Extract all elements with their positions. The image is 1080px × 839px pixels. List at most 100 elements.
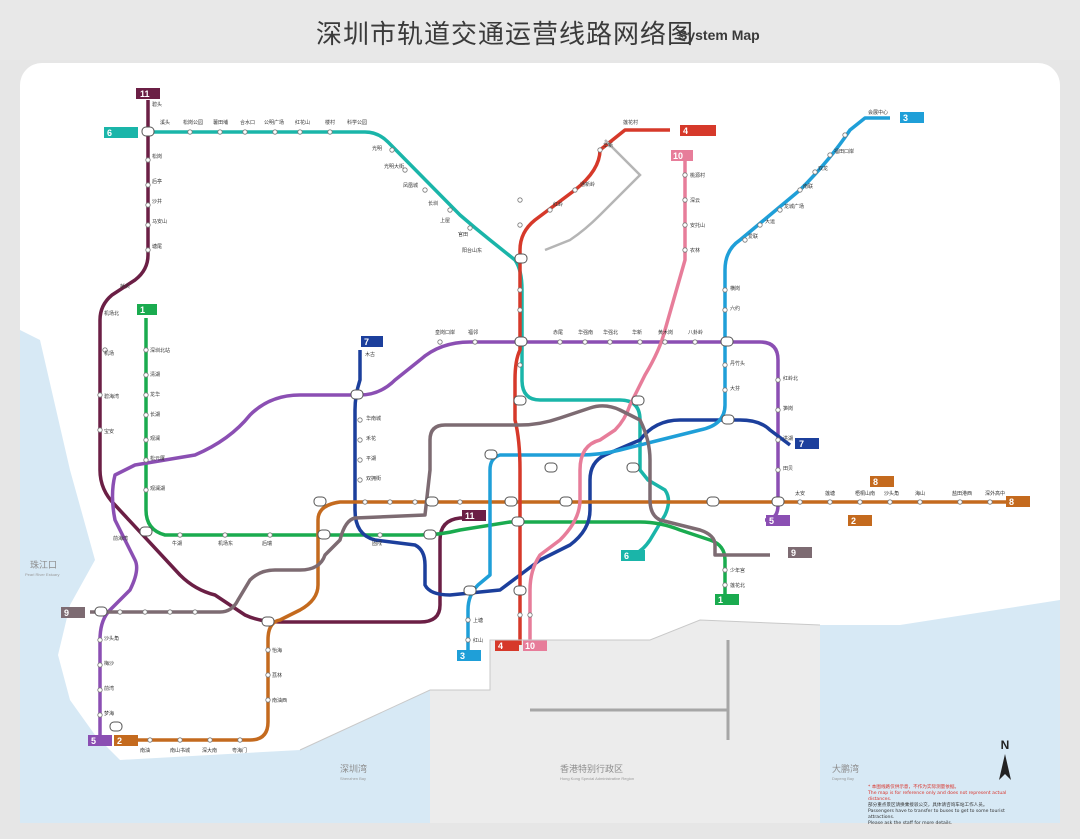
svg-text:1: 1 [718, 595, 723, 605]
map-notes: * 本图线路仅供示意，不作为实际测量依据。 The map is for ref… [868, 785, 1028, 827]
sea-sub-pearl: Pearl River Estuary [25, 572, 59, 577]
svg-text:桃源村: 桃源村 [690, 172, 705, 179]
svg-text:皇岗口岸: 皇岗口岸 [435, 329, 455, 336]
svg-text:丹竹头: 丹竹头 [730, 360, 745, 367]
badge-line-5-bottom: 5 [88, 735, 112, 746]
sea-pearl-river [20, 330, 300, 823]
svg-text:公明广场: 公明广场 [264, 119, 284, 126]
svg-text:桥头: 桥头 [120, 283, 130, 290]
svg-text:9: 9 [64, 608, 69, 618]
svg-text:凤凰城: 凤凰城 [403, 182, 418, 189]
line-1 [144, 318, 727, 600]
svg-text:怡海: 怡海 [272, 647, 282, 654]
sea-sub-dapeng: Dapeng Bay [832, 776, 854, 781]
svg-text:6: 6 [624, 551, 629, 561]
svg-text:华强北: 华强北 [603, 329, 618, 336]
svg-text:光明大街: 光明大街 [384, 163, 404, 170]
svg-text:8: 8 [873, 477, 878, 487]
svg-text:荔林: 荔林 [272, 672, 282, 679]
svg-text:盐田港西: 盐田港西 [952, 490, 972, 497]
line-10 [528, 160, 687, 645]
badge-line-4-bottom: 4 [495, 640, 519, 651]
line-2-8 [120, 500, 1020, 742]
svg-text:阳台山东: 阳台山东 [462, 247, 482, 254]
badge-line-7-top: 7 [361, 336, 383, 347]
svg-text:莲塘: 莲塘 [825, 490, 835, 497]
note-transfer-en: Passengers have to transfer to buses to … [868, 809, 1005, 820]
svg-text:红岭: 红岭 [553, 201, 563, 208]
svg-text:安托山: 安托山 [690, 222, 705, 229]
badge-line-11-top: 11 [136, 88, 160, 99]
svg-text:笋岗: 笋岗 [783, 405, 793, 412]
svg-text:红花山: 红花山 [295, 119, 310, 126]
svg-text:牛湖: 牛湖 [172, 540, 182, 547]
svg-text:红岭北: 红岭北 [783, 375, 798, 382]
sea-shenzhen-bay [300, 690, 430, 823]
badge-line-2-right: 2 [848, 515, 872, 526]
svg-text:龙城广场: 龙城广场 [784, 203, 804, 210]
svg-text:薯田埔: 薯田埔 [213, 119, 228, 126]
svg-text:福田口岸: 福田口岸 [834, 148, 854, 155]
svg-text:松岗: 松岗 [152, 153, 162, 160]
svg-text:双拥街: 双拥街 [366, 475, 381, 482]
svg-text:2: 2 [117, 736, 122, 746]
svg-text:固戍: 固戍 [372, 540, 382, 547]
note-disclaimer-zh: * 本图线路仅供示意，不作为实际测量依据。 [868, 785, 960, 790]
svg-text:沙井: 沙井 [152, 198, 162, 205]
svg-text:9: 9 [791, 548, 796, 558]
badge-line-9-left: 9 [61, 607, 85, 618]
badge-line-4-top: 4 [680, 125, 716, 136]
svg-text:赤尾: 赤尾 [553, 330, 563, 336]
svg-text:官田: 官田 [458, 231, 468, 238]
svg-text:机场: 机场 [104, 350, 114, 357]
svg-text:黄木岗: 黄木岗 [658, 329, 673, 336]
svg-text:八卦岭: 八卦岭 [688, 329, 703, 336]
transfer-stations [94, 126, 785, 732]
svg-text:南油西: 南油西 [272, 697, 287, 704]
svg-text:前湾: 前湾 [104, 685, 114, 692]
sea-dapeng-bay [820, 600, 1060, 823]
svg-text:11: 11 [465, 511, 475, 521]
svg-text:机场北: 机场北 [104, 310, 119, 317]
svg-text:机场东: 机场东 [218, 540, 233, 547]
svg-text:梧桐山南: 梧桐山南 [855, 490, 875, 497]
compass-icon [999, 754, 1011, 780]
svg-text:7: 7 [799, 439, 804, 449]
svg-text:六约: 六约 [730, 305, 740, 312]
line-11 [98, 100, 480, 624]
svg-text:楼村: 楼村 [325, 119, 335, 126]
note-ask-staff: Please ask the staff for more details. [868, 821, 953, 826]
svg-text:福邻: 福邻 [468, 329, 478, 336]
svg-text:华强南: 华强南 [578, 329, 593, 336]
badge-line-5-right: 5 [766, 515, 790, 526]
svg-text:梅沙: 梅沙 [104, 660, 114, 667]
line-9 [90, 404, 770, 614]
badge-line-6-bottom: 6 [621, 550, 645, 561]
svg-text:少年宫: 少年宫 [730, 567, 745, 574]
svg-text:塘尾: 塘尾 [152, 243, 162, 250]
station-labels: 碧头 松岗 后亭 沙井 马安山 塘尾 桥头 机场北 机场 碧海湾 宝安 前海湾 … [104, 101, 1005, 754]
badge-line-8-top: 8 [870, 476, 894, 487]
svg-text:平湖: 平湖 [366, 455, 376, 462]
svg-text:清湖: 清湖 [150, 371, 160, 378]
svg-text:观澜湖: 观澜湖 [150, 485, 165, 492]
svg-text:南联: 南联 [803, 183, 813, 190]
svg-text:8: 8 [1009, 497, 1014, 507]
svg-text:莲花北: 莲花北 [730, 582, 745, 589]
badge-line-6-left: 6 [104, 127, 138, 138]
svg-text:华新: 华新 [603, 142, 613, 149]
svg-text:沙头角: 沙头角 [884, 490, 899, 497]
svg-text:4: 4 [683, 126, 688, 136]
badge-line-9-right: 9 [788, 547, 812, 558]
map-title: 深圳市轨道交通运营线路网络图 [316, 20, 695, 50]
svg-text:11: 11 [140, 89, 150, 99]
svg-text:5: 5 [769, 516, 774, 526]
svg-text:深外高中: 深外高中 [985, 490, 1005, 497]
svg-text:南油: 南油 [140, 747, 150, 754]
north-arrow: N [994, 738, 1016, 787]
sea-sub-hk: Hong Kong Special Administrative Region [560, 776, 634, 781]
svg-text:南山书城: 南山书城 [170, 747, 190, 754]
svg-text:前海湾: 前海湾 [113, 535, 128, 542]
north-letter: N [1000, 738, 1010, 752]
